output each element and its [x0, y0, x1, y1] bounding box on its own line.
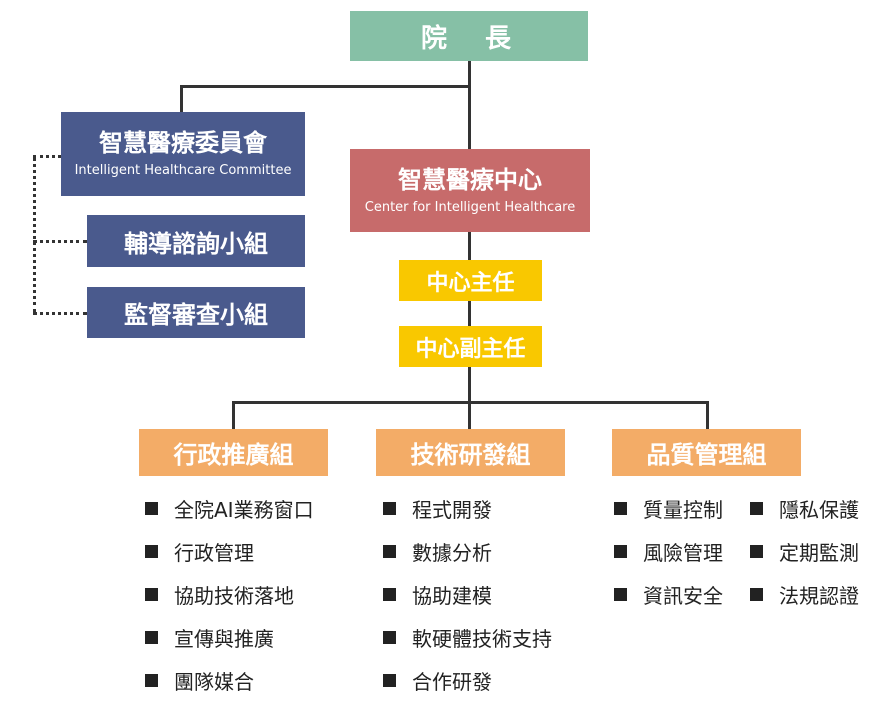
deputy-director-label: 中心副主任 [415, 336, 526, 362]
quality-task-list-right: 隱私保護 定期監測 法規認證 [750, 487, 859, 616]
division-box-admin: 行政推廣組 [139, 429, 328, 476]
subgroup-label: 輔導諮詢小組 [124, 229, 268, 258]
bullet-square-icon [383, 631, 396, 644]
dean-label: 院 長 [420, 23, 517, 54]
bullet-square-icon [145, 588, 158, 601]
subgroup-box-supervision: 監督審查小組 [87, 287, 305, 338]
list-item: 資訊安全 [614, 573, 723, 616]
list-item: 隱私保護 [750, 487, 859, 530]
subgroup-box-counseling: 輔導諮詢小組 [87, 215, 305, 267]
connector-center-to-director [468, 232, 471, 260]
list-item: 數據分析 [383, 530, 552, 573]
division-label: 行政推廣組 [173, 441, 294, 469]
center-name-en: Center for Intelligent Healthcare [364, 199, 576, 215]
connector-division-middle [468, 401, 471, 429]
bullet-square-icon [750, 588, 763, 601]
division-label: 品質管理組 [646, 441, 767, 469]
subgroup-label: 監督審查小組 [124, 301, 268, 329]
division-label: 技術研發組 [410, 441, 531, 469]
quality-task-list-left: 質量控制 風險管理 資訊安全 [614, 487, 723, 616]
bullet-square-icon [614, 588, 627, 601]
bullet-square-icon [750, 502, 763, 515]
list-item: 程式開發 [383, 487, 552, 530]
connector-dean-branch [180, 85, 471, 88]
list-item: 風險管理 [614, 530, 723, 573]
division-box-quality: 品質管理組 [612, 429, 801, 476]
bullet-square-icon [145, 631, 158, 644]
connector-division-right [706, 401, 709, 429]
list-item: 行政管理 [145, 530, 314, 573]
connector-director-to-deputy [468, 301, 471, 326]
deputy-director-box: 中心副主任 [399, 326, 542, 367]
tech-task-list: 程式開發 數據分析 協助建模 軟硬體技術支持 合作研發 [383, 487, 552, 702]
committee-name-en: Intelligent Healthcare Committee [74, 163, 292, 178]
bullet-square-icon [145, 502, 158, 515]
bullet-square-icon [145, 674, 158, 687]
list-item: 協助建模 [383, 573, 552, 616]
dean-box: 院 長 [350, 11, 588, 61]
bullet-square-icon [383, 545, 396, 558]
dotted-connector-subgroup-1 [33, 240, 87, 243]
bullet-square-icon [614, 502, 627, 515]
center-box: 智慧醫療中心 Center for Intelligent Healthcare [350, 149, 590, 232]
committee-box: 智慧醫療委員會 Intelligent Healthcare Committee [61, 112, 305, 196]
list-item: 質量控制 [614, 487, 723, 530]
bullet-square-icon [383, 588, 396, 601]
list-item: 協助技術落地 [145, 573, 314, 616]
list-item: 宣傳與推廣 [145, 616, 314, 659]
committee-name-zh: 智慧醫療委員會 [99, 129, 267, 157]
bullet-square-icon [750, 545, 763, 558]
dotted-connector-committee [33, 155, 61, 158]
list-item: 軟硬體技術支持 [383, 616, 552, 659]
connector-dean-down [468, 61, 471, 149]
bullet-square-icon [145, 545, 158, 558]
list-item: 定期監測 [750, 530, 859, 573]
director-box: 中心主任 [399, 260, 542, 301]
center-name-zh: 智慧醫療中心 [398, 165, 542, 194]
connector-deputy-down [468, 367, 471, 403]
connector-division-left [232, 401, 235, 429]
dotted-connector-vertical [33, 157, 36, 313]
list-item: 全院AI業務窗口 [145, 487, 314, 530]
connector-committee-drop [180, 85, 183, 112]
bullet-square-icon [614, 545, 627, 558]
bullet-square-icon [383, 502, 396, 515]
director-label: 中心主任 [426, 270, 515, 296]
list-item: 法規認證 [750, 573, 859, 616]
bullet-square-icon [383, 674, 396, 687]
division-box-tech: 技術研發組 [376, 429, 565, 476]
dotted-connector-subgroup-2 [33, 312, 87, 315]
list-item: 團隊媒合 [145, 659, 314, 702]
admin-task-list: 全院AI業務窗口 行政管理 協助技術落地 宣傳與推廣 團隊媒合 [145, 487, 314, 702]
list-item: 合作研發 [383, 659, 552, 702]
